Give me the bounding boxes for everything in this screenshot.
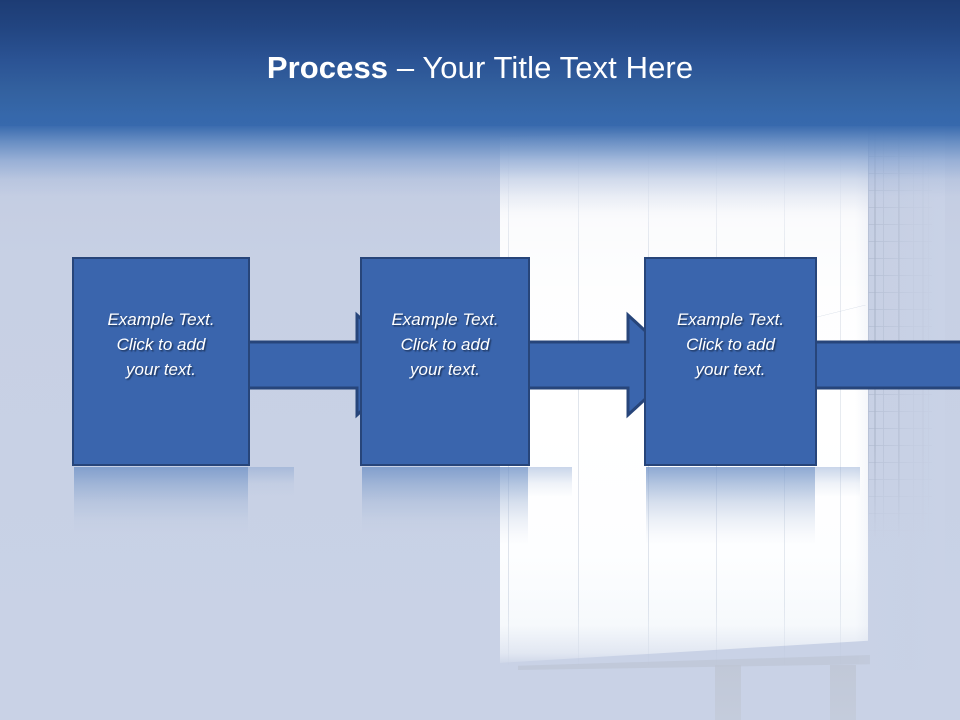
page-title-rest: – Your Title Text Here — [388, 50, 694, 85]
process-step-3[interactable]: Example Text. Click to add your text. — [644, 257, 960, 466]
billboard-support-leg-left — [715, 665, 741, 720]
process-step-1[interactable]: Example Text. Click to add your text. — [72, 257, 415, 466]
process-step-1-box[interactable] — [72, 257, 250, 466]
process-step-2[interactable]: Example Text. Click to add your text. — [360, 257, 685, 466]
billboard-right-haze — [855, 125, 945, 670]
process-step-2-box[interactable] — [360, 257, 530, 466]
process-step-3-box[interactable] — [644, 257, 817, 466]
page-title-bold: Process — [266, 50, 389, 85]
page-title: Process – Your Title Text Here — [0, 49, 960, 87]
billboard-support-leg-right — [830, 665, 856, 720]
title-banner — [0, 0, 960, 126]
